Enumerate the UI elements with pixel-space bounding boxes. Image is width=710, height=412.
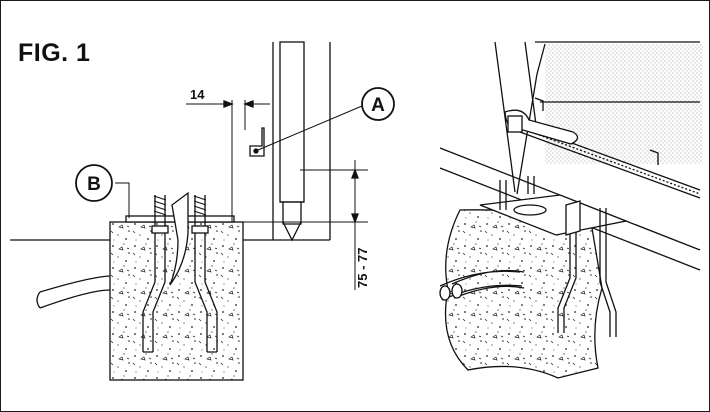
perspective-view <box>439 41 703 379</box>
base-plate-3d <box>479 194 629 236</box>
gate-post <box>279 41 305 203</box>
section-view <box>10 41 368 381</box>
callout-b-label: B <box>87 174 101 195</box>
gate-guide <box>282 202 302 225</box>
gate-mesh <box>545 44 703 164</box>
dimension-14-label: 14 <box>190 87 205 102</box>
callout-a-label: A <box>371 95 385 116</box>
bracket-a <box>249 127 265 157</box>
gate-frame <box>494 41 538 193</box>
conduit-pipe <box>39 275 111 309</box>
conduits-3d <box>439 269 525 301</box>
concrete-block-3d <box>444 209 603 379</box>
concrete-block <box>109 221 244 381</box>
callout-a: A <box>361 87 395 121</box>
callout-b: B <box>75 164 113 202</box>
dimension-75-77-label: 75 - 77 <box>355 248 370 288</box>
figure-title: FIG. 1 <box>18 39 91 67</box>
